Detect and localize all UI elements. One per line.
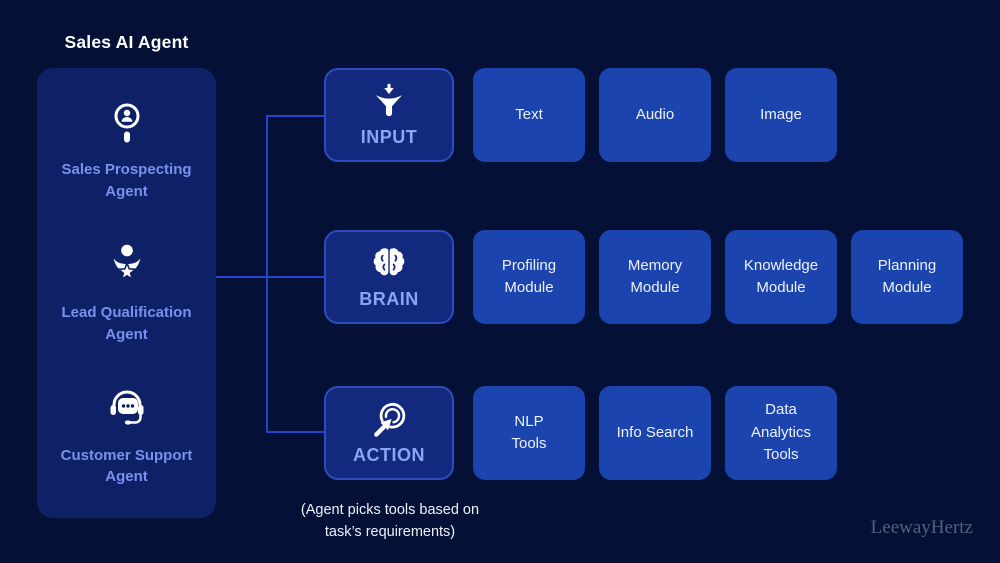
headset-chat-icon [110,390,143,425]
stage-box-action: ACTION [324,386,454,480]
brain-icon [373,247,406,277]
tool-box-audio: Audio [599,68,711,162]
click-arrow-icon [374,403,406,437]
connector-to-brain [216,276,324,278]
stage-box-input: INPUT [324,68,454,162]
agent-item-lead-qualification: Lead Qualification Agent [47,243,206,346]
tool-box-image: Image [725,68,837,162]
tool-box-text: Text [473,68,585,162]
tool-box-profiling-module: Profiling Module [473,230,585,324]
watermark-logo: LeewayHertz [870,517,973,538]
action-caption: (Agent picks tools based on task’s requi… [300,502,480,540]
prospect-magnifier-icon [114,103,139,143]
agent-label: Sales Prospecting Agent [61,161,192,200]
agent-item-sales-prospecting: Sales Prospecting Agent [47,100,206,203]
tool-box-info-search: Info Search [599,386,711,480]
agent-label: Customer Support Agent [60,446,193,486]
agents-panel: Sales Prospecting Agent Lead Qualificati… [37,68,216,518]
tool-box-nlp-tools: NLP Tools [473,386,585,480]
agent-item-customer-support: Customer Support Agent [47,386,206,489]
stage-label: BRAIN [359,289,419,309]
tool-box-knowledge-module: Knowledge Module [725,230,837,324]
connector-to-input [267,115,324,117]
stage-box-brain: BRAIN [324,230,454,324]
funnel-icon [375,83,403,117]
connector-to-action [267,431,324,433]
connector-vertical-line [266,115,268,433]
stage-label: ACTION [353,445,425,465]
page-title: Sales AI Agent [64,32,189,52]
tool-box-memory-module: Memory Module [599,230,711,324]
agent-label: Lead Qualification Agent [61,303,192,343]
tool-box-data-analytics-tools: Data Analytics Tools [725,386,837,480]
tool-box-planning-module: Planning Module [851,230,963,324]
star-person-icon [113,244,140,280]
stage-label: INPUT [360,127,418,147]
